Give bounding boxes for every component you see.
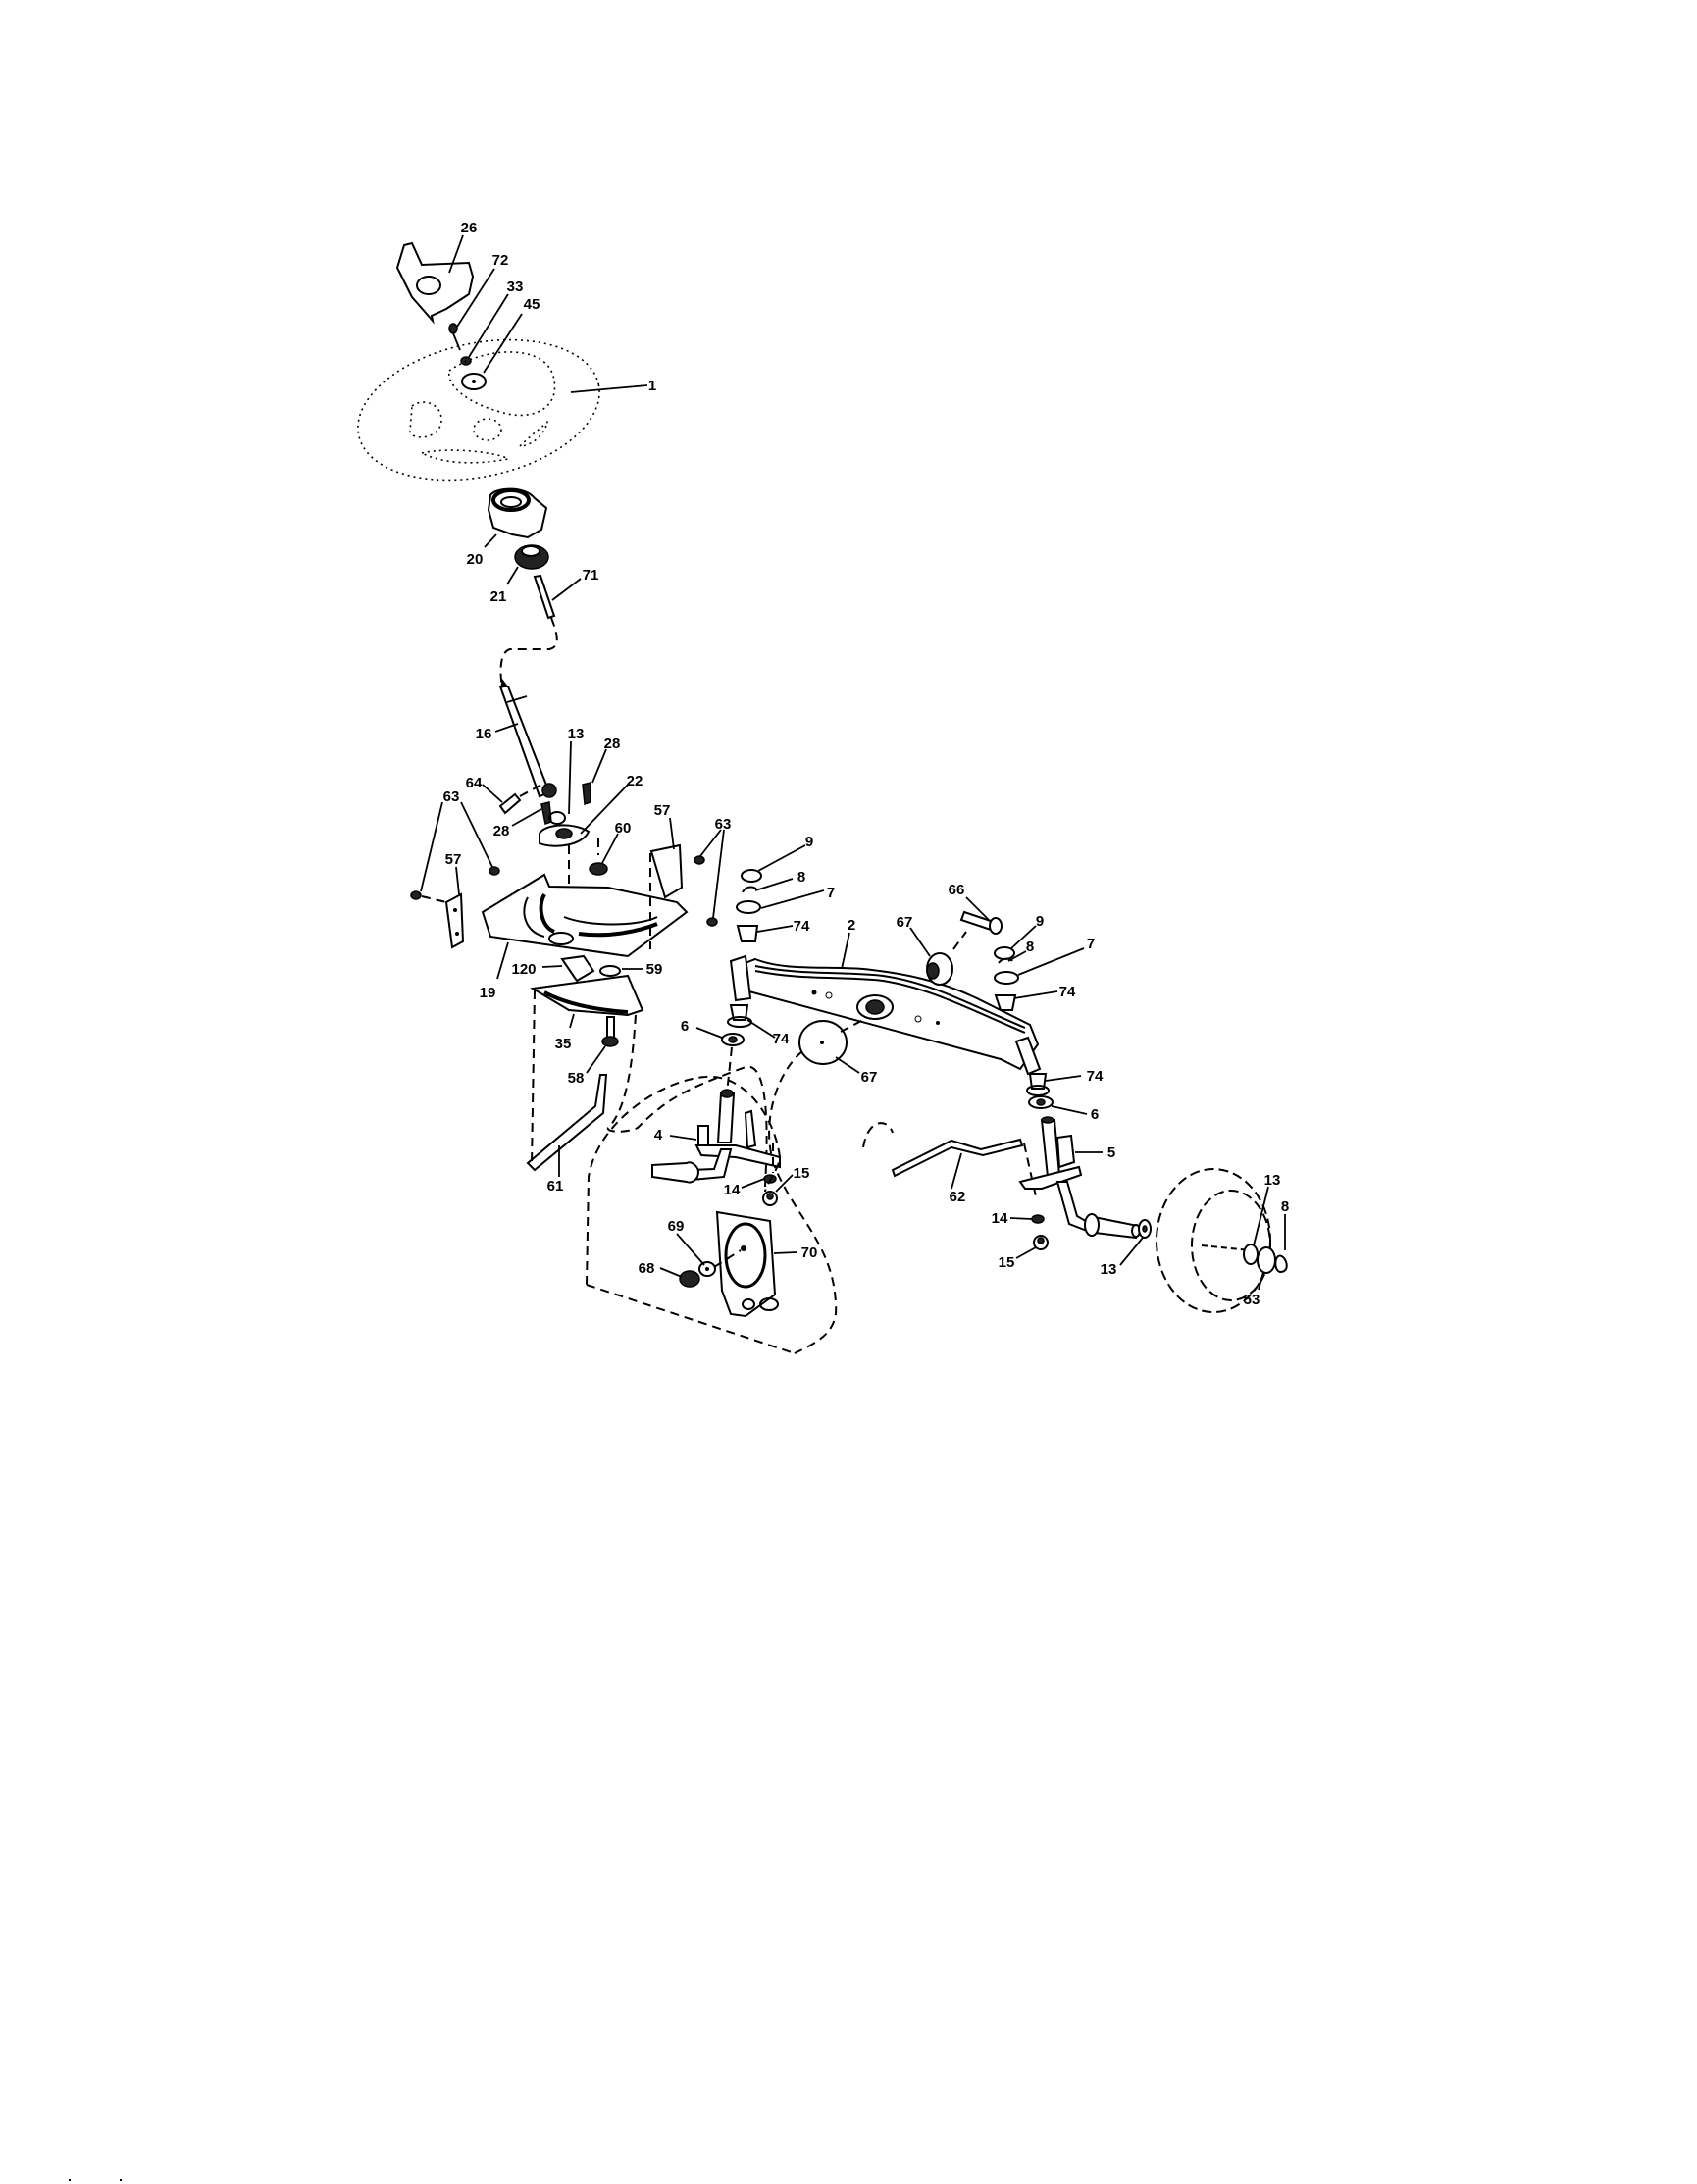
steering-wheel-cap-drawing <box>395 234 475 325</box>
callout-67: 67 <box>897 914 913 931</box>
sector-gear-drawing <box>530 974 644 1029</box>
tie-rod-drawing <box>862 1122 1037 1197</box>
callout-5: 5 <box>1107 1144 1115 1161</box>
spacer-drawing <box>768 1019 864 1354</box>
callout-4: 4 <box>654 1127 663 1143</box>
callout-labels: 26 72 33 45 1 20 21 71 16 13 28 64 22 63… <box>443 220 1290 1308</box>
callout-74: 74 <box>773 1031 790 1047</box>
callout-6: 6 <box>1091 1106 1099 1123</box>
plate-drawing <box>541 954 643 983</box>
callout-58: 58 <box>568 1070 585 1087</box>
callout-1: 1 <box>648 378 656 394</box>
callout-71: 71 <box>583 567 599 584</box>
callout-59: 59 <box>646 961 663 978</box>
spindle-left-drawing <box>651 1089 781 1184</box>
left-bracket-drawing <box>410 801 500 949</box>
callout-74: 74 <box>794 918 810 935</box>
callout-15: 15 <box>794 1165 810 1182</box>
callout-72: 72 <box>492 252 509 269</box>
nut-drawing <box>589 833 619 876</box>
callout-8: 8 <box>1026 939 1034 955</box>
wheel-drawing <box>1156 1168 1271 1313</box>
callout-28: 28 <box>493 823 510 839</box>
right-nut-drawing <box>1009 1214 1049 1259</box>
callout-8: 8 <box>797 869 805 886</box>
callout-67: 67 <box>861 1069 878 1086</box>
callout-68: 68 <box>639 1260 655 1277</box>
callout-64: 64 <box>466 775 483 791</box>
callout-26: 26 <box>461 220 478 236</box>
steering-shaft-drawing <box>494 679 557 798</box>
callout-16: 16 <box>476 726 492 742</box>
right-bracket-drawing <box>649 817 725 949</box>
callout-14: 14 <box>724 1182 741 1198</box>
callout-120: 120 <box>511 961 536 978</box>
pivot-bolt-drawing <box>909 896 1003 986</box>
right-pivot-stack-drawing <box>994 925 1085 1011</box>
callout-62: 62 <box>950 1189 966 1205</box>
bushing-drawing <box>506 544 549 585</box>
callout-20: 20 <box>467 551 484 568</box>
steering-boot-drawing <box>484 487 548 548</box>
callout-74: 74 <box>1087 1068 1104 1085</box>
callout-35: 35 <box>555 1036 572 1052</box>
assembly-path-line <box>531 990 536 1166</box>
callout-21: 21 <box>490 588 507 605</box>
scan-mark <box>69 2179 71 2181</box>
callout-19: 19 <box>480 985 496 1001</box>
callout-7: 7 <box>827 885 835 901</box>
callout-22: 22 <box>627 773 643 789</box>
callout-9: 9 <box>1036 913 1044 930</box>
assembly-path-line <box>499 617 558 687</box>
shoulder-bolt-drawing <box>586 1016 619 1074</box>
left-pivot-stack-drawing <box>736 844 825 942</box>
left-nut-drawing <box>741 1174 794 1206</box>
callout-33: 33 <box>507 279 524 295</box>
front-axle-drawing <box>729 932 1042 1076</box>
callout-60: 60 <box>615 820 632 837</box>
support-bracket-drawing <box>481 873 689 980</box>
callout-8: 8 <box>1281 1198 1289 1215</box>
callout-45: 45 <box>524 296 540 313</box>
callout-7: 7 <box>1087 936 1095 952</box>
bracket-70-drawing <box>659 1210 797 1318</box>
callout-63: 63 <box>715 816 732 833</box>
callout-15: 15 <box>999 1254 1015 1271</box>
scan-mark <box>120 2179 122 2181</box>
callout-57: 57 <box>654 802 671 819</box>
callout-6: 6 <box>681 1018 689 1035</box>
wheel-fasteners-drawing <box>1243 1186 1288 1291</box>
callout-70: 70 <box>801 1244 818 1261</box>
callout-28: 28 <box>604 736 621 752</box>
shaft-extension-drawing <box>533 574 582 620</box>
roll-pin-drawing <box>482 784 542 815</box>
left-lower-bushing-drawing <box>695 1004 776 1094</box>
callout-2: 2 <box>848 917 855 934</box>
callout-13: 13 <box>568 726 585 742</box>
steering-wheel-drawing <box>357 338 648 482</box>
assembly-path-line <box>586 1075 782 1286</box>
callout-74: 74 <box>1059 984 1076 1000</box>
callout-66: 66 <box>949 882 965 898</box>
callout-13: 13 <box>1101 1261 1117 1278</box>
callout-63: 63 <box>443 788 460 805</box>
wheel-fasteners-drawing <box>448 268 523 390</box>
callout-57: 57 <box>445 851 462 868</box>
right-lower-bushing-drawing <box>1026 1073 1088 1115</box>
washer-13-drawing <box>1119 1219 1152 1266</box>
callout-69: 69 <box>668 1218 685 1235</box>
bearing-flange-drawing <box>511 740 629 922</box>
callout-9: 9 <box>805 834 813 850</box>
spindle-right-drawing <box>1018 1116 1141 1240</box>
callout-14: 14 <box>992 1210 1008 1227</box>
assembly-path-line <box>607 1014 768 1188</box>
callout-13: 13 <box>1264 1172 1281 1189</box>
callout-61: 61 <box>547 1178 564 1194</box>
callout-53: 53 <box>1244 1292 1260 1308</box>
assembly-path-line <box>586 1284 796 1354</box>
drag-link-drawing <box>526 1074 608 1177</box>
